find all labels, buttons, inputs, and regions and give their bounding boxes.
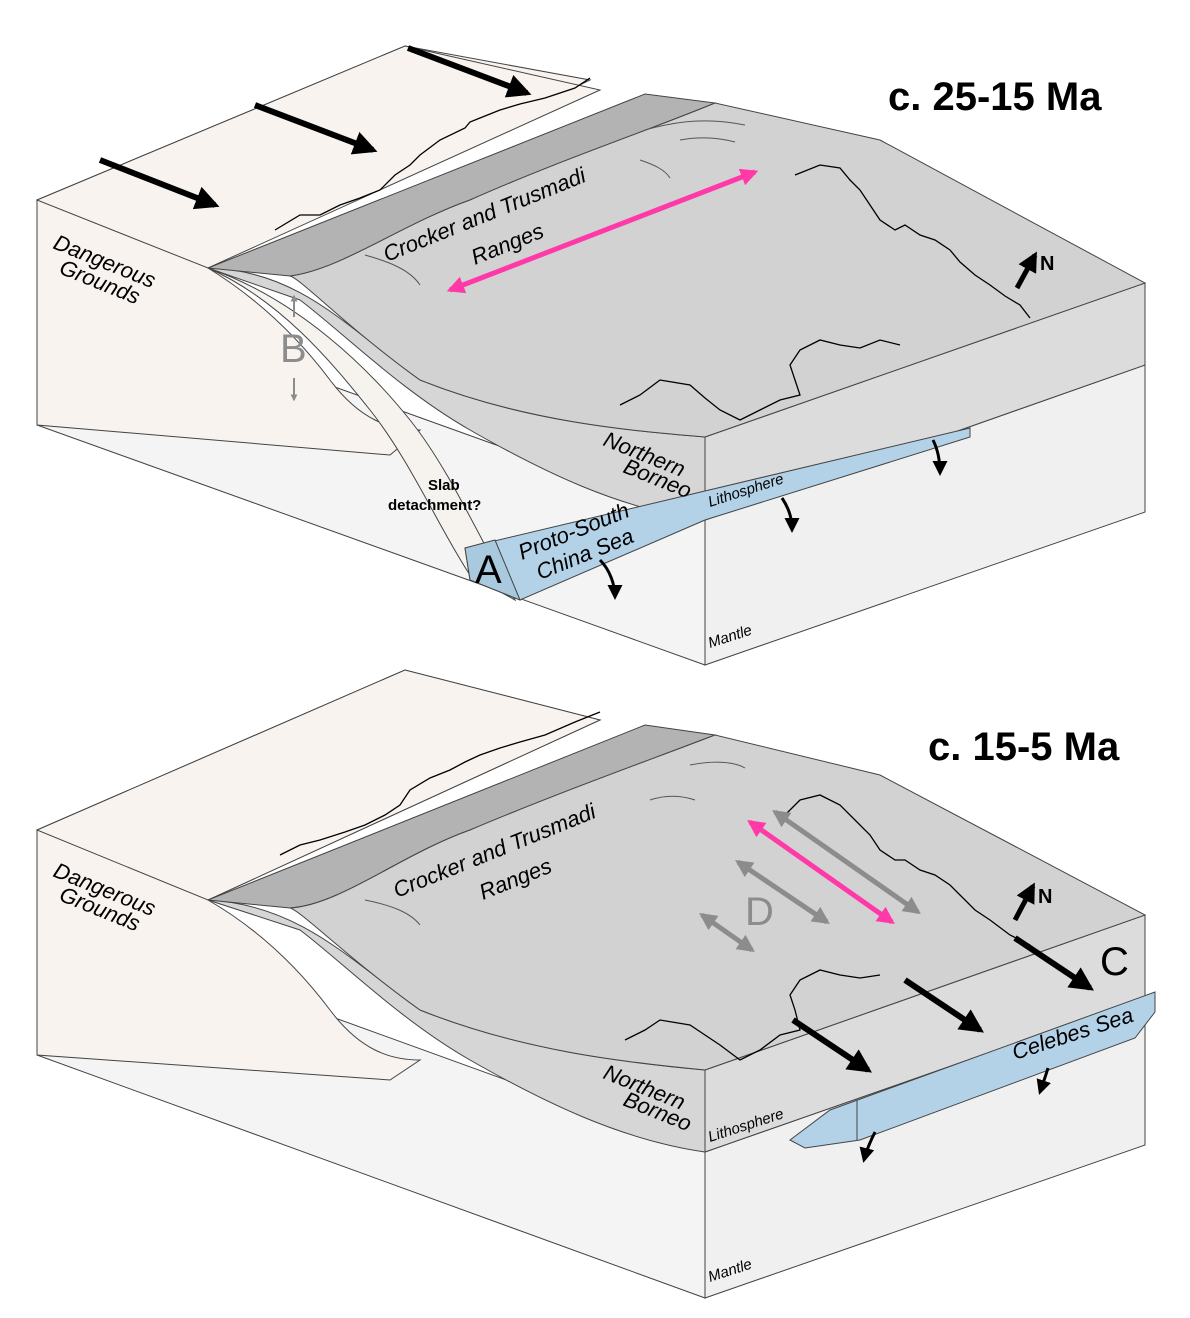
dangerous-grounds-top-b	[35, 669, 602, 901]
letter-a: A	[475, 548, 502, 592]
coastline-south-b	[624, 969, 881, 1061]
coastline-west	[274, 77, 591, 231]
coastline-south	[619, 339, 901, 421]
coastline-east	[794, 164, 1031, 319]
plate-motion-arrow-b2	[903, 977, 984, 1033]
slab-pull-arrow-3	[931, 439, 948, 476]
label-north-bottom: N	[1038, 886, 1052, 908]
borneo-top-face-b	[289, 734, 1147, 1071]
north-arrow	[1014, 251, 1038, 290]
plate-motion-arrow-3	[406, 45, 532, 98]
plate-motion-arrow-b1	[791, 1017, 872, 1073]
plate-motion-arrow-1	[98, 157, 220, 210]
letter-b: B	[280, 327, 307, 371]
letter-c: C	[1100, 940, 1129, 984]
coastline-west-b	[279, 711, 601, 856]
panel-bottom: c. 15-5 Ma Dangerous Grounds Crocker and…	[35, 669, 1156, 1299]
slab-pull-arrow-2	[780, 497, 800, 533]
slab-pull-arrow-b2	[1036, 1067, 1051, 1095]
north-arrow-b	[1012, 882, 1036, 922]
title-bottom: c. 15-5 Ma	[928, 725, 1120, 769]
dangerous-grounds-top	[35, 45, 602, 269]
slab-pull-arrow-1	[598, 558, 623, 600]
gray-extension-arrow-2	[735, 859, 830, 925]
extension-arrow	[446, 168, 759, 294]
title-top: c. 25-15 Ma	[888, 75, 1102, 119]
gray-extension-arrow-1	[772, 809, 921, 915]
slab-front-face	[464, 539, 521, 601]
panel-top: c. 25-15 Ma Dangerous Grounds Crocker an…	[35, 45, 1147, 666]
plate-motion-arrow-2	[253, 102, 378, 155]
slab-pull-arrow-b1	[859, 1131, 877, 1163]
celebes-sea-slab	[789, 991, 1156, 1149]
label-slab-2: detachment?	[388, 497, 481, 514]
plate-motion-arrow-b3	[1013, 935, 1094, 991]
subducting-slab-side	[207, 267, 517, 602]
gray-extension-arrow-3	[699, 912, 755, 953]
label-north-top: N	[1040, 253, 1054, 275]
label-slab-1: Slab	[428, 477, 460, 494]
letter-d: D	[745, 890, 774, 934]
